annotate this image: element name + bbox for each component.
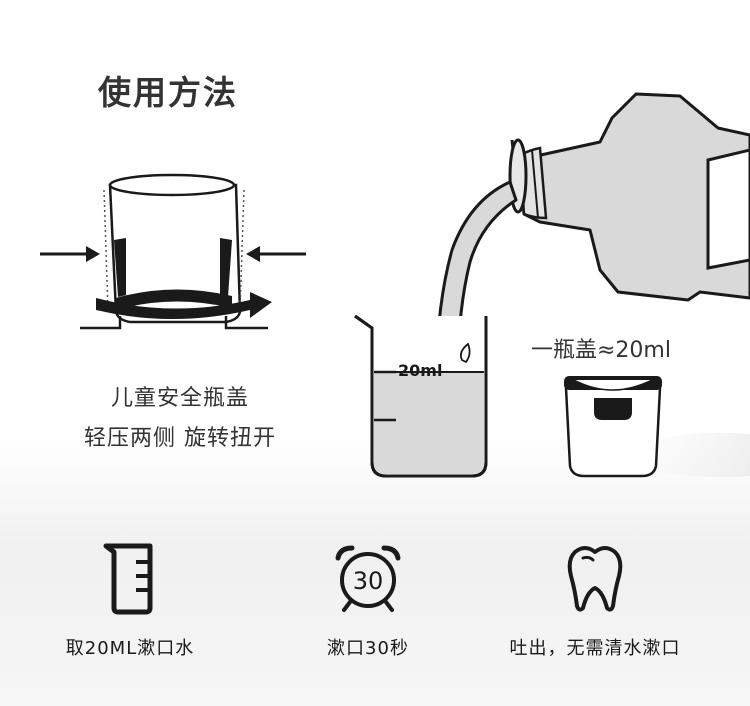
safety-cap-caption-line2: 轻压两侧 旋转扭开 <box>84 426 276 451</box>
step-take-20ml: 取20ML漱口水 <box>5 540 255 660</box>
safety-cap-caption-line1: 儿童安全瓶盖 <box>110 386 249 411</box>
timer-icon: 30 <box>335 545 401 612</box>
beaker-illustration: 20ml <box>354 314 488 478</box>
safety-cap-icon <box>40 173 306 330</box>
usage-illustration: 20ml <box>40 92 750 478</box>
page-title: 使用方法 <box>98 73 238 112</box>
tooth-icon <box>567 546 623 612</box>
step-label: 取20ML漱口水 <box>65 638 195 659</box>
timer-text: 30 <box>353 567 384 595</box>
measure-label: 一瓶盖≈20ml <box>531 338 671 363</box>
step-rinse-30s: 30 漱口30秒 <box>243 540 493 660</box>
beaker-marking: 20ml <box>398 361 442 380</box>
step-label: 吐出，无需清水漱口 <box>509 638 681 659</box>
step-label: 漱口30秒 <box>327 638 409 659</box>
step-spit-out: 吐出，无需清水漱口 <box>470 540 720 660</box>
beaker-icon <box>103 543 153 615</box>
measuring-cap-icon <box>564 376 662 478</box>
